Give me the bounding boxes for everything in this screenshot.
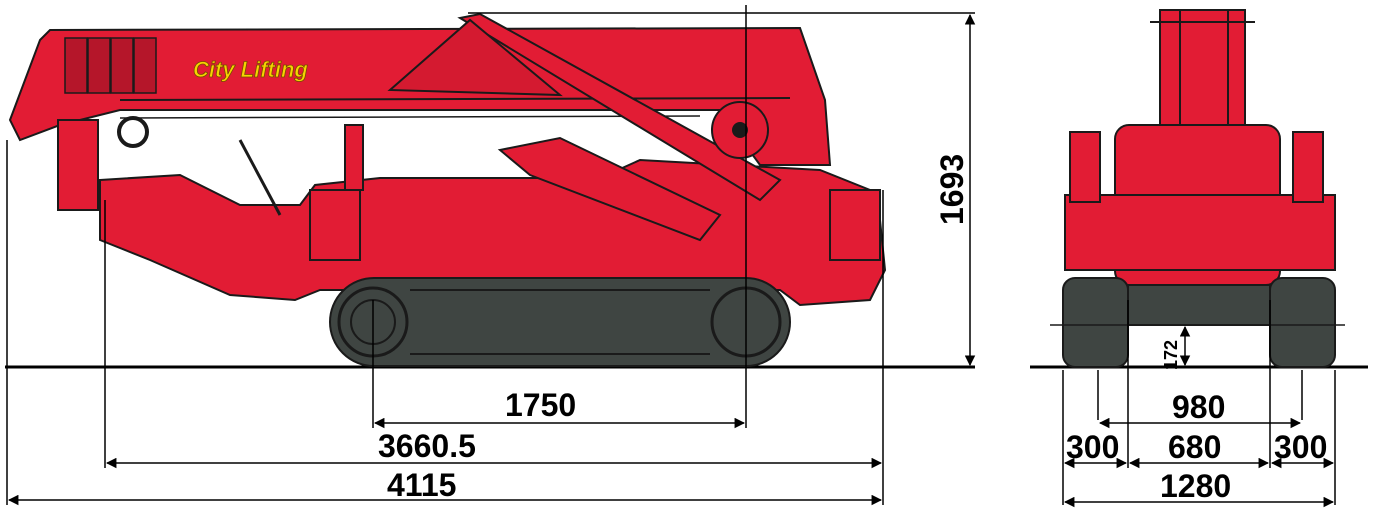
hook bbox=[57, 116, 149, 211]
front-track-right bbox=[1269, 277, 1336, 368]
boom-triangle bbox=[387, 18, 563, 97]
front-outrigger-beam bbox=[1064, 194, 1336, 271]
dim-track-left: 300 bbox=[1066, 429, 1119, 465]
dim-inner-gap: 680 bbox=[1168, 429, 1221, 465]
dim-track-right: 300 bbox=[1274, 429, 1327, 465]
brand-logo: City Lifting bbox=[193, 57, 308, 82]
dim-body-length: 3660.5 bbox=[378, 428, 476, 464]
dim-overall-length: 4115 bbox=[387, 467, 456, 503]
boom-head bbox=[64, 37, 157, 94]
crawler-track bbox=[329, 277, 791, 367]
dim-track-span: 1750 bbox=[505, 387, 576, 423]
dim-clearance: 172 bbox=[1161, 340, 1181, 370]
dim-overall-width: 1280 bbox=[1160, 468, 1231, 504]
dim-height: 1693 bbox=[934, 154, 970, 225]
side-view: City Lifting 1693 1750 3660.5 4115 bbox=[5, 5, 976, 506]
front-view: 172 980 300 680 300 1280 bbox=[1030, 9, 1368, 508]
outrigger-box-left bbox=[309, 189, 361, 261]
dim-track-center: 980 bbox=[1172, 389, 1225, 425]
front-track-left bbox=[1062, 277, 1129, 368]
outrigger-box-right bbox=[829, 189, 881, 261]
lift-cylinder bbox=[457, 12, 782, 202]
secondary-arm bbox=[497, 136, 722, 242]
